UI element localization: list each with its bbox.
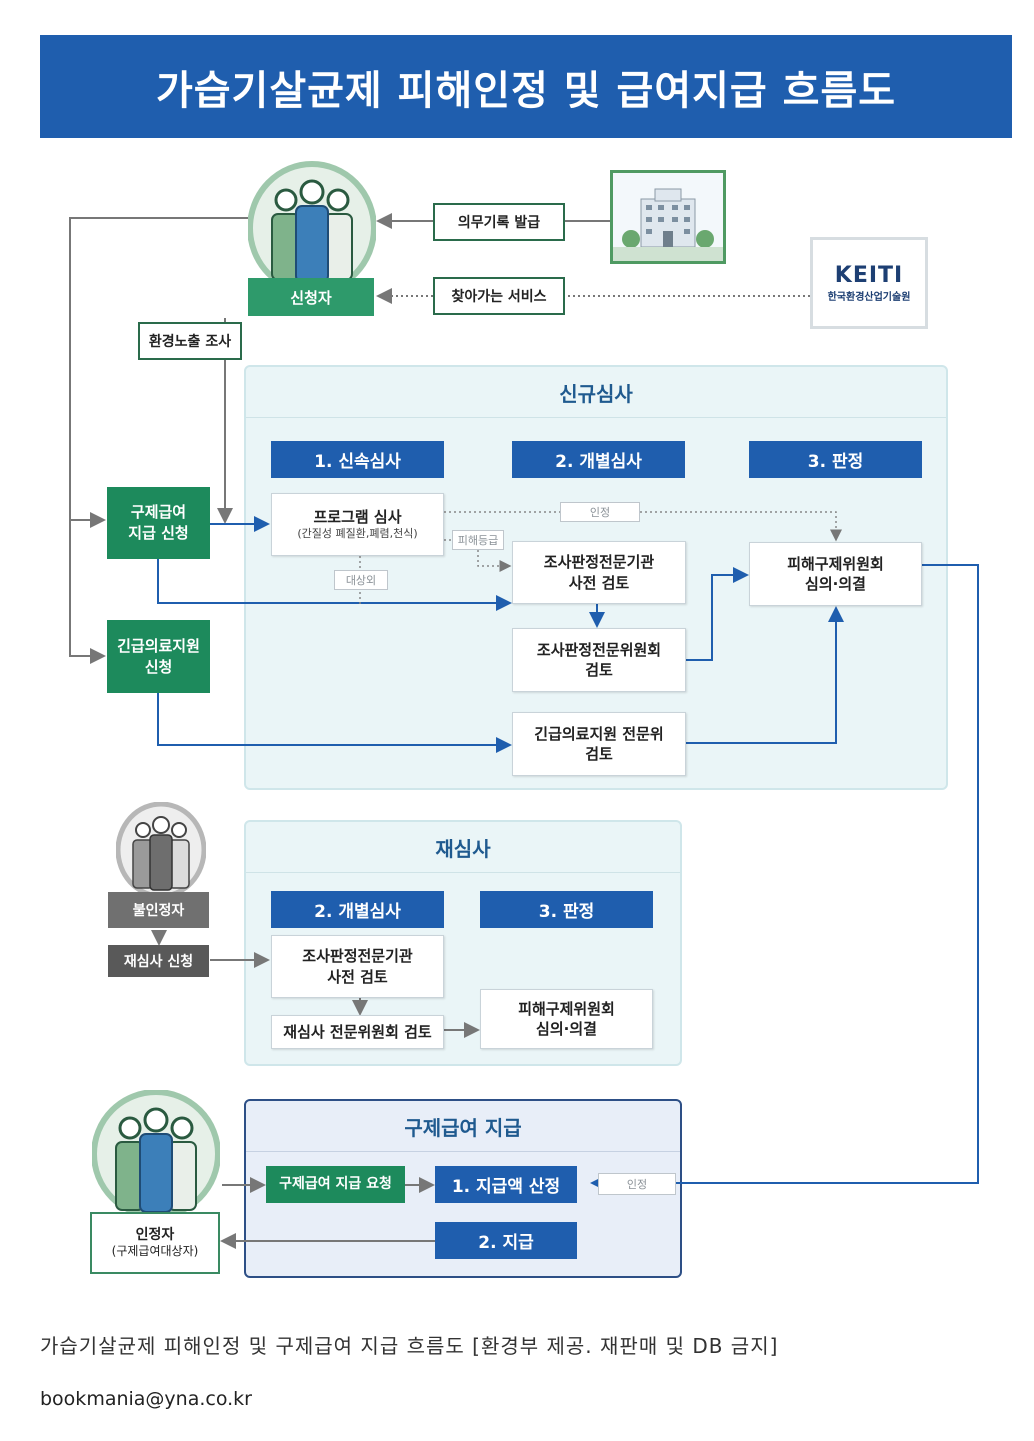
pre-review-line1: 조사판정전문기관 xyxy=(543,553,655,572)
emergency-review-line2: 검토 xyxy=(585,745,613,763)
relief-apply-line2: 지급 신청 xyxy=(128,524,189,542)
program-review-label: 프로그램 심사 xyxy=(313,507,402,526)
rejected-people-icon xyxy=(115,801,207,899)
emergency-review-line1: 긴급의료지원 전문위 xyxy=(534,724,664,743)
program-review-sub: (간질성 폐질환,폐렴,천식) xyxy=(297,527,418,541)
payment-pay-box: 2. 지급 xyxy=(435,1222,577,1259)
recipient-line2: (구제급여대상자) xyxy=(111,1244,199,1259)
tag-approved: 인정 xyxy=(560,502,640,522)
recipient-label: 인정자 (구제급여대상자) xyxy=(90,1212,220,1274)
re-step-3: 3. 판정 xyxy=(480,891,653,928)
re-expert-review-box: 재심사 전문위원회 검토 xyxy=(271,1015,444,1049)
visiting-service-box: 찾아가는 서비스 xyxy=(433,277,565,315)
keiti-logo-text: KEITI xyxy=(834,263,904,288)
re-relief-committee-line2: 심의·의결 xyxy=(536,1020,597,1038)
recipient-people-icon xyxy=(91,1089,221,1219)
keiti-logo: KEITI 한국환경산업기술원 xyxy=(810,237,928,329)
relief-committee-line1: 피해구제위원회 xyxy=(787,554,884,573)
tag-excluded: 대상외 xyxy=(334,570,388,590)
committee-review-line1: 조사판정전문위원회 xyxy=(536,640,662,659)
tag-damage-grade: 피해등급 xyxy=(452,530,504,550)
applicant-people-icon xyxy=(247,160,377,295)
re-pre-review-line2: 사전 검토 xyxy=(327,967,388,986)
committee-review-box: 조사판정전문위원회 검토 xyxy=(512,628,686,692)
relief-committee-box: 피해구제위원회 심의·의결 xyxy=(749,542,922,606)
re-pre-review-box: 조사판정전문기관 사전 검토 xyxy=(271,935,444,998)
pre-review-line2: 사전 검토 xyxy=(568,573,630,592)
payment-calc-box: 1. 지급액 산정 xyxy=(435,1166,577,1203)
email: bookmania@yna.co.kr xyxy=(40,1388,252,1410)
re-relief-committee-box: 피해구제위원회 심의·의결 xyxy=(480,989,653,1049)
program-review-box: 프로그램 심사 (간질성 폐질환,폐렴,천식) xyxy=(271,493,444,556)
emergency-apply-line1: 긴급의료지원 xyxy=(117,636,200,655)
new-step-3: 3. 판정 xyxy=(749,441,922,478)
payment-request-box: 구제급여 지급 요청 xyxy=(266,1166,405,1203)
payment-tag-approved: 인정 xyxy=(598,1173,676,1195)
hospital-icon xyxy=(610,170,726,264)
emergency-apply-box: 긴급의료지원 신청 xyxy=(107,620,210,693)
env-exposure-box: 환경노출 조사 xyxy=(138,322,242,360)
relief-apply-box: 구제급여 지급 신청 xyxy=(107,487,210,559)
recipient-line1: 인정자 xyxy=(135,1227,175,1244)
re-step-2: 2. 개별심사 xyxy=(271,891,444,928)
keiti-name: 한국환경산업기술원 xyxy=(827,292,911,303)
page-title: 가습기살균제 피해인정 및 급여지급 흐름도 xyxy=(40,35,1012,138)
caption: 가습기살균제 피해인정 및 구제급여 지급 흐름도 [환경부 제공. 재판매 및… xyxy=(40,1334,779,1358)
re-pre-review-line1: 조사판정전문기관 xyxy=(302,947,413,966)
committee-review-line2: 검토 xyxy=(585,661,613,679)
medical-record-box: 의무기록 발급 xyxy=(433,203,565,241)
re-apply-box: 재심사 신청 xyxy=(108,945,209,977)
pre-review-box: 조사판정전문기관 사전 검토 xyxy=(512,541,686,604)
re-relief-committee-line1: 피해구제위원회 xyxy=(518,999,615,1018)
relief-apply-line1: 구제급여 xyxy=(130,503,187,521)
applicant-label: 신청자 xyxy=(248,278,374,316)
emergency-apply-line2: 신청 xyxy=(144,657,173,676)
emergency-review-box: 긴급의료지원 전문위 검토 xyxy=(512,712,686,776)
new-step-1: 1. 신속심사 xyxy=(271,441,444,478)
rejected-label: 불인정자 xyxy=(108,892,209,928)
new-step-2: 2. 개별심사 xyxy=(512,441,685,478)
relief-committee-line2: 심의·의결 xyxy=(805,575,866,593)
